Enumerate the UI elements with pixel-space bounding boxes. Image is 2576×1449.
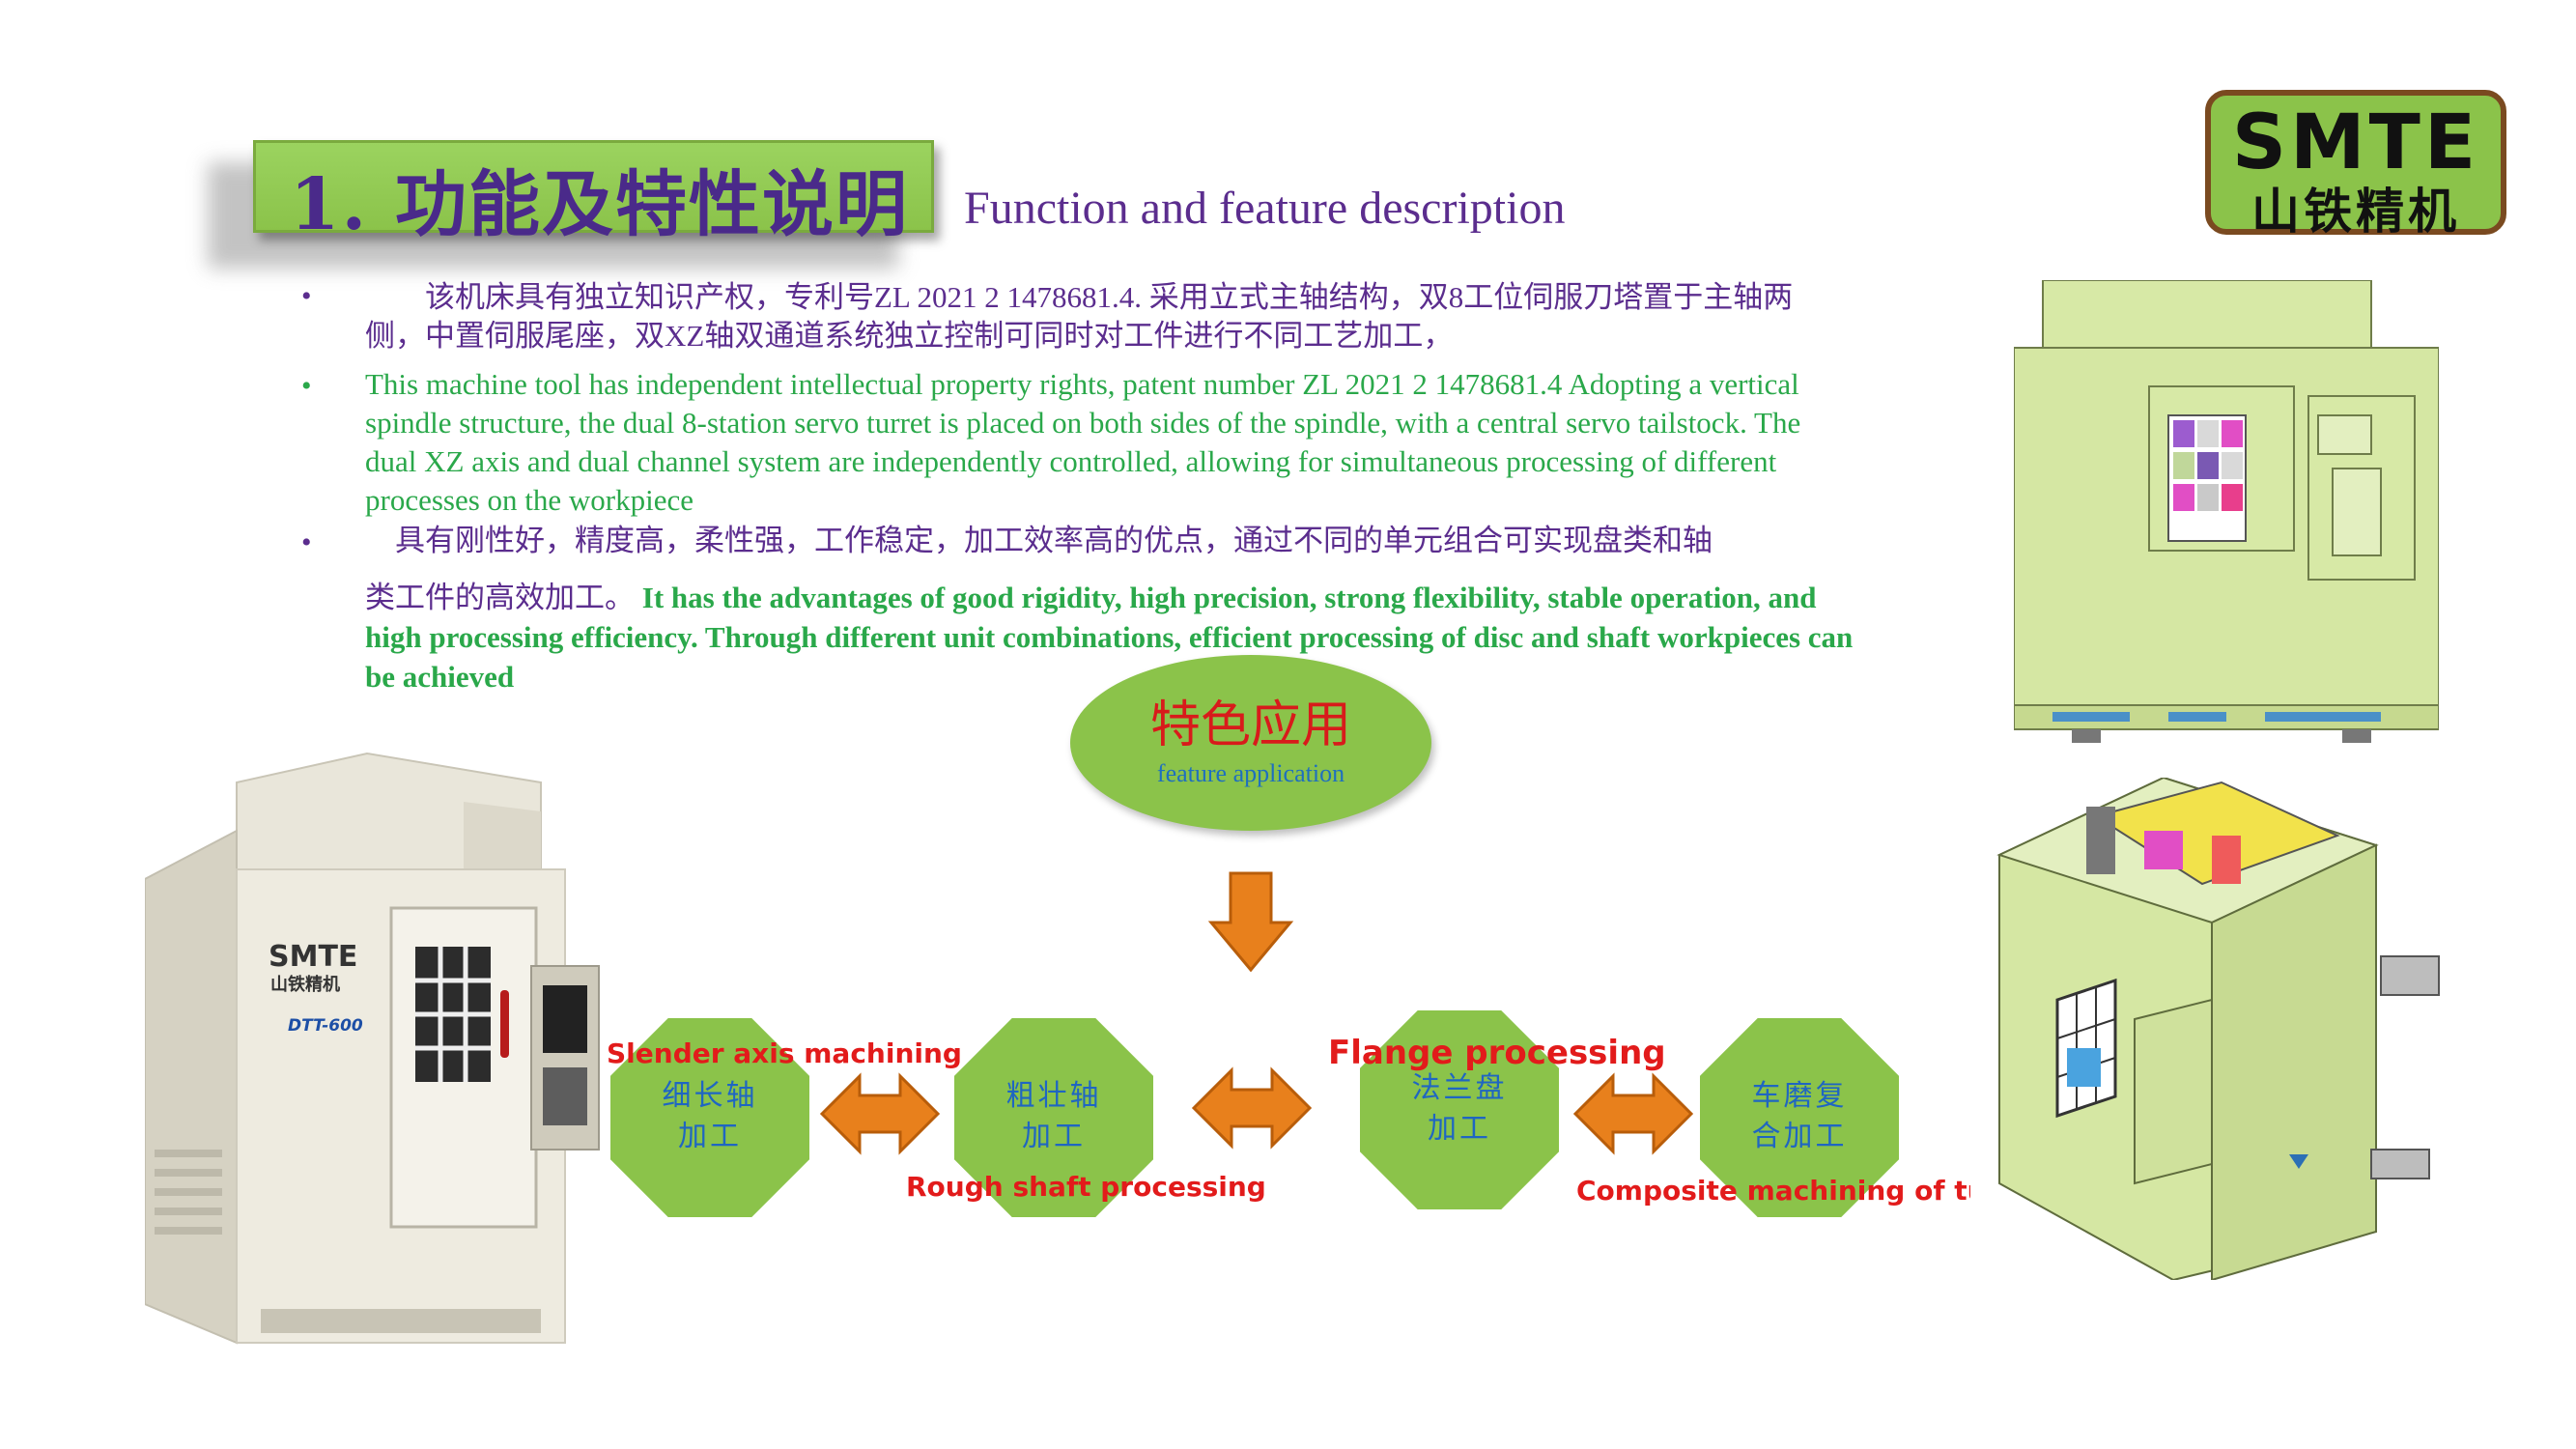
page-subtitle: Function and feature description	[964, 183, 1566, 234]
application-slender-shaft: 细长轴 加工	[610, 1018, 809, 1217]
double-arrow-icon	[1572, 1072, 1694, 1155]
description-en: This machine tool has independent intell…	[365, 367, 1801, 517]
advantages-en: It has the advantages of good rigidity, …	[365, 581, 1854, 694]
application-cn-line2: 合加工	[1751, 1120, 1848, 1153]
application-cn-line1: 粗壮轴	[1005, 1079, 1102, 1113]
bullet-2: •	[301, 370, 312, 402]
machine-logo-chinese: 山铁精机	[270, 974, 340, 995]
application-cn-line2: 加工	[1022, 1120, 1086, 1153]
feature-title-cn: 特色应用	[1149, 696, 1351, 754]
down-arrow-icon	[1207, 871, 1294, 973]
logo-text-chinese: 山铁精机	[2251, 184, 2460, 240]
double-arrow-icon	[819, 1072, 941, 1155]
advantages-cn-line1: 具有刚性好，精度高，柔性强，工作稳定，加工效率高的优点，通过不同的单元组合可实现…	[365, 524, 1713, 557]
advantages-paragraph: 类工件的高效加工。 It has the advantages of good …	[365, 578, 1872, 696]
page-title: 1. 功能及特性说明	[290, 163, 910, 246]
machine-drawing-isometric	[1970, 778, 2453, 1280]
application-flange: 法兰盘 加工	[1360, 1010, 1559, 1209]
logo-text-latin: SMTE	[2231, 99, 2480, 186]
application-label-en: Slender axis machining	[607, 1037, 962, 1069]
bullet-1: •	[301, 280, 312, 312]
company-logo: SMTE 山铁精机	[2205, 90, 2506, 240]
feature-title-en: feature application	[1156, 759, 1345, 787]
advantages-cn-line2: 类工件的高效加工。	[365, 581, 635, 614]
application-cn-line2: 加工	[678, 1120, 742, 1153]
title-banner	[253, 140, 934, 233]
application-rough-shaft: 粗壮轴 加工	[954, 1018, 1153, 1217]
description-cn: 该机床具有独立知识产权，专利号ZL 2021 2 1478681.4. 采用立式…	[365, 280, 1794, 353]
machine-drawing-front	[2014, 280, 2439, 753]
application-cn-line1: 法兰盘	[1411, 1071, 1508, 1105]
machine-model-label: DTT-600	[288, 1016, 363, 1036]
application-label-en: Flange processing	[1328, 1034, 1666, 1072]
machine-photo-front: SMTE 山铁精机 DTT-600	[145, 752, 600, 1345]
application-cn-line2: 加工	[1428, 1112, 1491, 1146]
bullet-3: •	[301, 526, 312, 558]
machine-logo-text: SMTE	[269, 940, 357, 974]
application-cn-line1: 车磨复	[1751, 1079, 1848, 1113]
feature-application-ellipse: 特色应用 feature application	[1070, 655, 1431, 831]
application-turning-grinding: 车磨复 合加工	[1700, 1018, 1899, 1217]
application-cn-line1: 细长轴	[662, 1079, 758, 1113]
double-arrow-icon	[1191, 1066, 1313, 1150]
application-label-en: Rough shaft processing	[906, 1171, 1266, 1203]
